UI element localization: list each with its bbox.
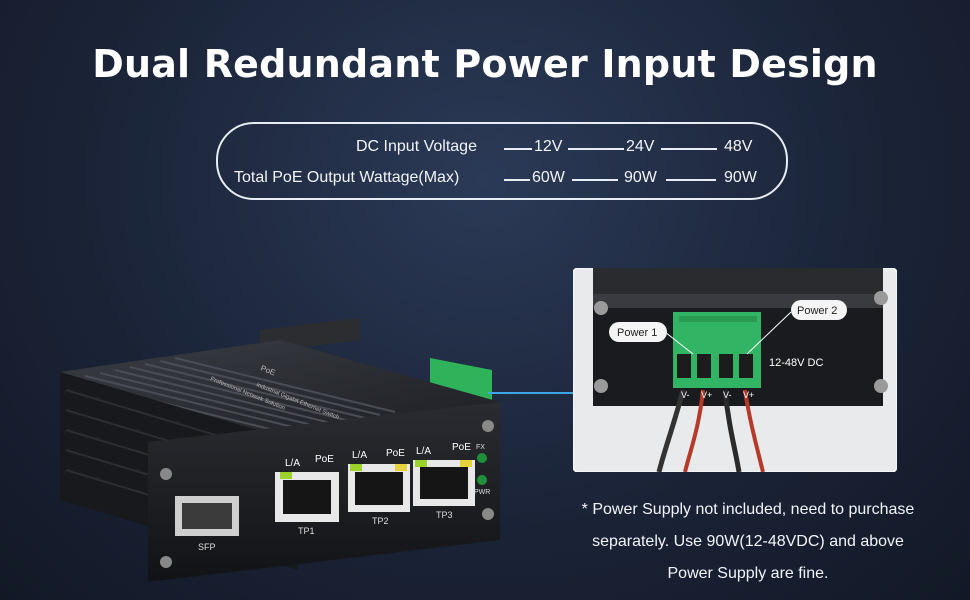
voltage-line: [661, 148, 717, 150]
page-title: Dual Redundant Power Input Design: [92, 42, 878, 86]
wattage-line: [504, 179, 530, 181]
voltage-line: [568, 148, 624, 150]
tp3-label: TP3: [436, 510, 453, 520]
tp2-label: TP2: [372, 516, 389, 526]
terminal-3-label: V-: [723, 390, 732, 400]
pwr-led: [477, 475, 487, 485]
voltage-24v: 24V: [626, 138, 655, 155]
port-tp2: [348, 464, 410, 512]
wattage-60w: 60W: [532, 169, 565, 186]
tp3-poe-label: PoE: [452, 442, 471, 453]
wattage-label: Total PoE Output Wattage(Max): [234, 169, 460, 186]
tp1-la-label: L/A: [285, 458, 300, 469]
switch-device-illustration: L/A PoE L/A PoE L/A PoE TP1 TP2 TP3 SFP …: [60, 318, 500, 582]
power-supply-note: * Power Supply not included, need to pur…: [548, 494, 948, 590]
spec-panel: DC Input Voltage Total PoE Output Wattag…: [216, 122, 788, 200]
fx-label: FX: [476, 444, 485, 451]
voltage-line: [504, 148, 532, 150]
tp1-poe-label: PoE: [315, 454, 334, 465]
terminal-1-label: V-: [681, 390, 690, 400]
power1-callout: [609, 322, 667, 342]
power2-label: Power 2: [797, 305, 837, 317]
voltage-48v: 48V: [724, 138, 753, 155]
connector-line: [488, 392, 578, 394]
sfp-label: SFP: [198, 542, 216, 552]
port-tp3: [413, 460, 475, 506]
tp1-label: TP1: [298, 526, 315, 536]
port-tp1: [275, 472, 339, 522]
voltage-label: DC Input Voltage: [356, 138, 477, 155]
wattage-line: [666, 179, 716, 181]
note-line-3: Power Supply are fine.: [667, 565, 829, 582]
power1-label: Power 1: [617, 327, 657, 339]
tp2-la-label: L/A: [352, 450, 367, 461]
fx-led: [477, 453, 487, 463]
voltage-range-label: 12-48V DC: [769, 357, 823, 369]
wattage-90w-b: 90W: [724, 169, 757, 186]
tp2-poe-label: PoE: [386, 448, 405, 459]
power-terminal-inset: Power 1 Power 2 12-48V DC V- V+ V- V+: [573, 268, 897, 472]
wattage-line: [572, 179, 618, 181]
wattage-90w-a: 90W: [624, 169, 657, 186]
note-line-2: separately. Use 90W(12-48VDC) and above: [592, 533, 904, 550]
note-line-1: * Power Supply not included, need to pur…: [581, 501, 915, 518]
tp3-la-label: L/A: [416, 446, 431, 457]
terminal-2-label: V+: [701, 390, 712, 400]
power2-callout: [791, 300, 847, 320]
terminal-4-label: V+: [743, 390, 754, 400]
pwr-label: PWR: [474, 489, 490, 496]
voltage-12v: 12V: [534, 138, 563, 155]
